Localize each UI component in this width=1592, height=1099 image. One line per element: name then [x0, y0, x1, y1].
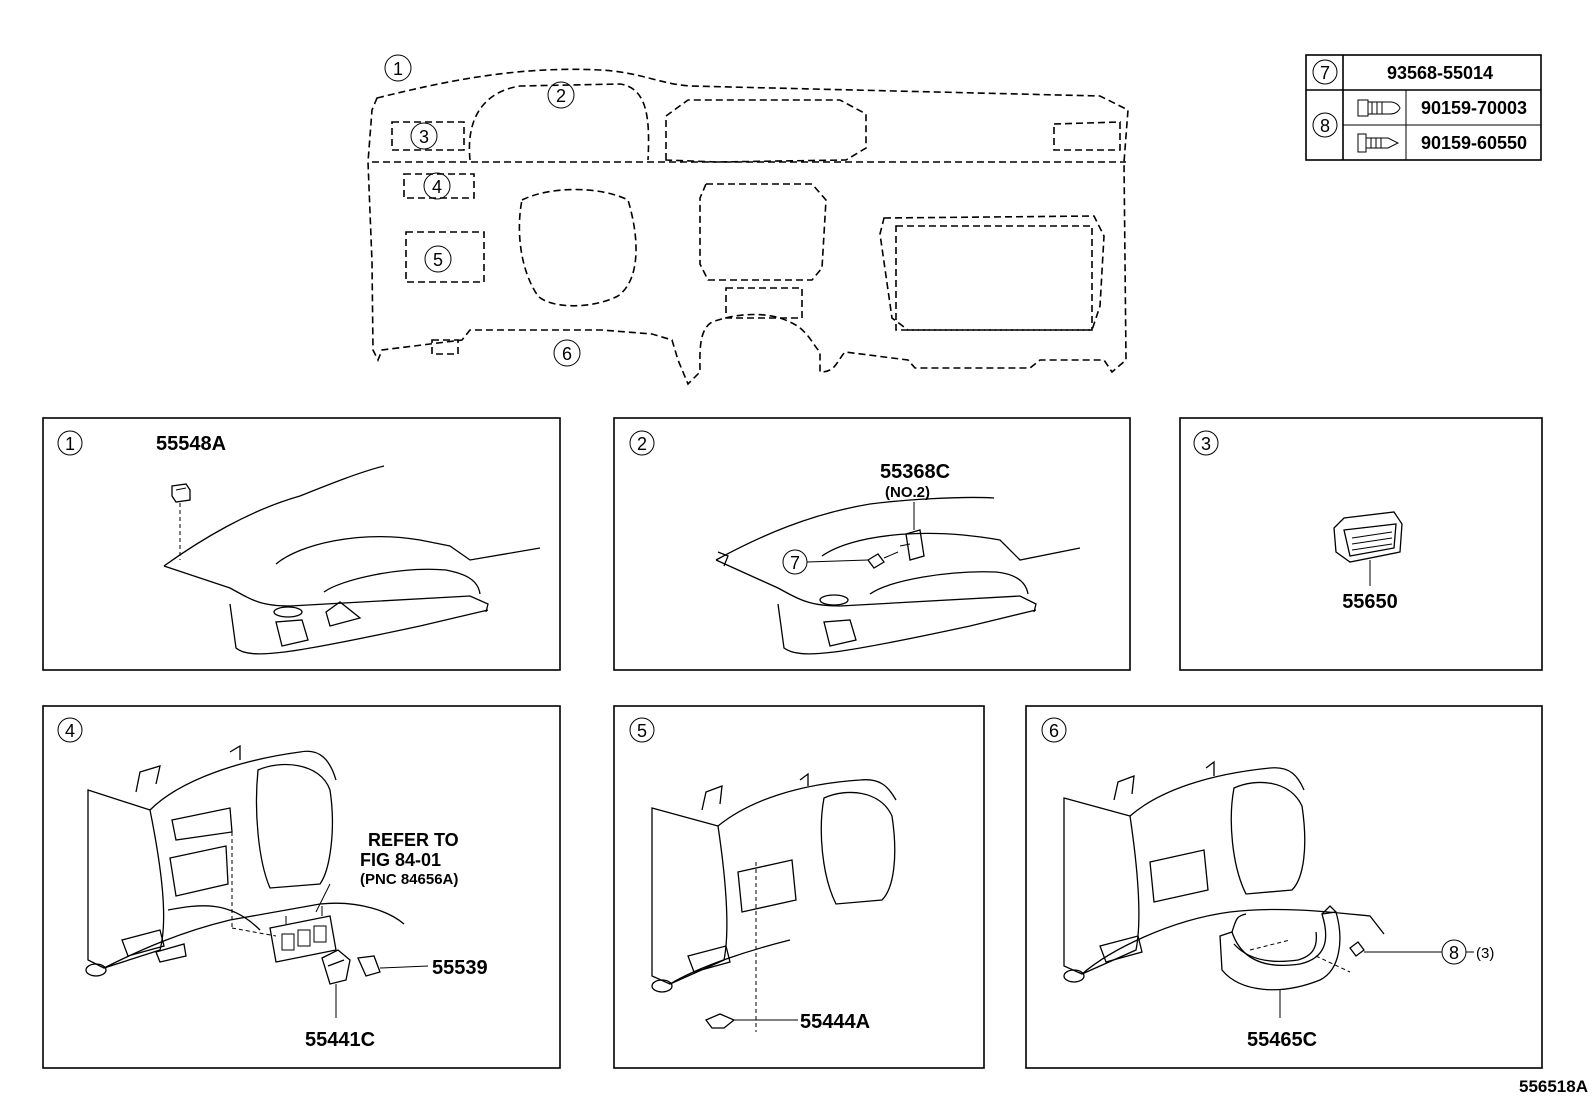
overview-callout-6: 6 [553, 339, 581, 367]
svg-text:1: 1 [65, 434, 75, 454]
clip-55539 [357, 955, 381, 977]
detail-panel-1: 1 55548A [42, 417, 561, 671]
overview-instrument-panel [367, 68, 1129, 386]
part-label-55444A: 55444A [800, 1011, 870, 1033]
svg-text:7: 7 [790, 553, 800, 573]
overview-callout-3: 3 [410, 122, 438, 150]
part-note-no2: (NO.2) [885, 484, 930, 501]
bracket-55368C [899, 529, 925, 561]
fastener-table: 7 93568-55014 8 90159-70003 90159-60550 [1305, 54, 1542, 161]
svg-text:4: 4 [432, 177, 442, 197]
svg-text:6: 6 [1049, 721, 1059, 741]
svg-text:3: 3 [1201, 434, 1211, 454]
part-label-55368C: 55368C [880, 461, 950, 483]
svg-text:2: 2 [637, 434, 647, 454]
overview-callout-4: 4 [423, 172, 451, 200]
part-label-55465C: 55465C [1247, 1029, 1317, 1051]
detail-panel-3: 3 55650 [1179, 417, 1543, 671]
svg-text:5: 5 [433, 250, 443, 270]
part-label-55650: 55650 [1342, 591, 1398, 613]
svg-text:1: 1 [393, 59, 403, 79]
part-label-55539: 55539 [432, 957, 488, 979]
svg-text:6: 6 [562, 344, 572, 364]
svg-text:5: 5 [637, 721, 647, 741]
reference-line-2: FIG 84-01 [360, 850, 441, 870]
detail-panel-5: 5 55444A [613, 705, 985, 1069]
detail-panel-4: 4 REFER TO FIG 84-01 (PNC 84656A) [42, 705, 561, 1069]
svg-text:8: 8 [1449, 943, 1459, 963]
detail-panel-2: 2 55368C (NO.2) 7 [613, 417, 1131, 671]
figure-id: 556518A [1519, 1077, 1588, 1096]
clip-55444A [704, 1013, 736, 1029]
bracket-55441C [321, 949, 351, 985]
screw-8 [1349, 941, 1386, 957]
overview-callout-5: 5 [424, 245, 452, 273]
svg-text:2: 2 [556, 86, 566, 106]
overview-callout-1: 1 [384, 54, 412, 82]
fastener-qty: (3) [1476, 945, 1494, 962]
screw-7 [867, 551, 899, 569]
part-label-55441C: 55441C [305, 1029, 375, 1051]
detail-panel-6: 6 55465C 8 (3) [1025, 705, 1543, 1069]
reference-line-1: REFER TO [368, 830, 459, 850]
overview-callout-2: 2 [547, 81, 575, 109]
table-part-number-90159-70003: 90159-70003 [1421, 98, 1527, 118]
bolt-icon [1357, 99, 1401, 117]
vent-55650 [1333, 511, 1403, 563]
table-callout-7: 7 [1320, 63, 1330, 83]
table-callout-8: 8 [1320, 116, 1330, 136]
svg-text:4: 4 [65, 721, 75, 741]
table-part-number-93568: 93568-55014 [1387, 63, 1493, 83]
trim-55465C [1219, 905, 1341, 991]
svg-text:3: 3 [419, 127, 429, 147]
table-part-number-90159-60550: 90159-60550 [1421, 133, 1527, 153]
switch-assembly [269, 906, 337, 963]
reference-line-3: (PNC 84656A) [360, 871, 458, 888]
part-label-55548A: 55548A [156, 433, 226, 455]
screw-icon [1357, 133, 1400, 153]
clip-55548A [171, 483, 191, 503]
